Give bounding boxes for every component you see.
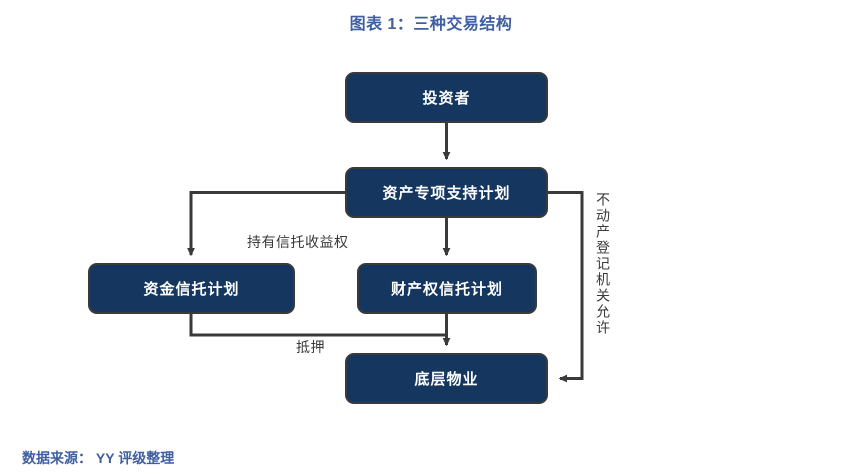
node-fund-trust-plan[interactable]: 资金信托计划 (88, 263, 295, 314)
node-asset-backed-special-plan[interactable]: 资产专项支持计划 (345, 167, 548, 218)
edge-fund-trust-to-underlying (189, 314, 447, 337)
node-investor[interactable]: 投资者 (345, 72, 548, 123)
edge-label-mortgage: 抵押 (296, 339, 325, 355)
edge-abs-plan-to-underlying-registry (548, 191, 584, 383)
page-title: 图表 1：三种交易结构 (349, 16, 513, 33)
node-underlying-property[interactable]: 底层物业 (345, 353, 548, 404)
node-property-rights-trust-plan[interactable]: 财产权信托计划 (357, 263, 537, 314)
edge-label-hold-trust-rights: 持有信托收益权 (247, 234, 349, 250)
source-note: 数据来源： YY 评级整理 (22, 450, 175, 466)
edge-label-registry-permit: 不动产登记机关允许 (595, 192, 611, 336)
